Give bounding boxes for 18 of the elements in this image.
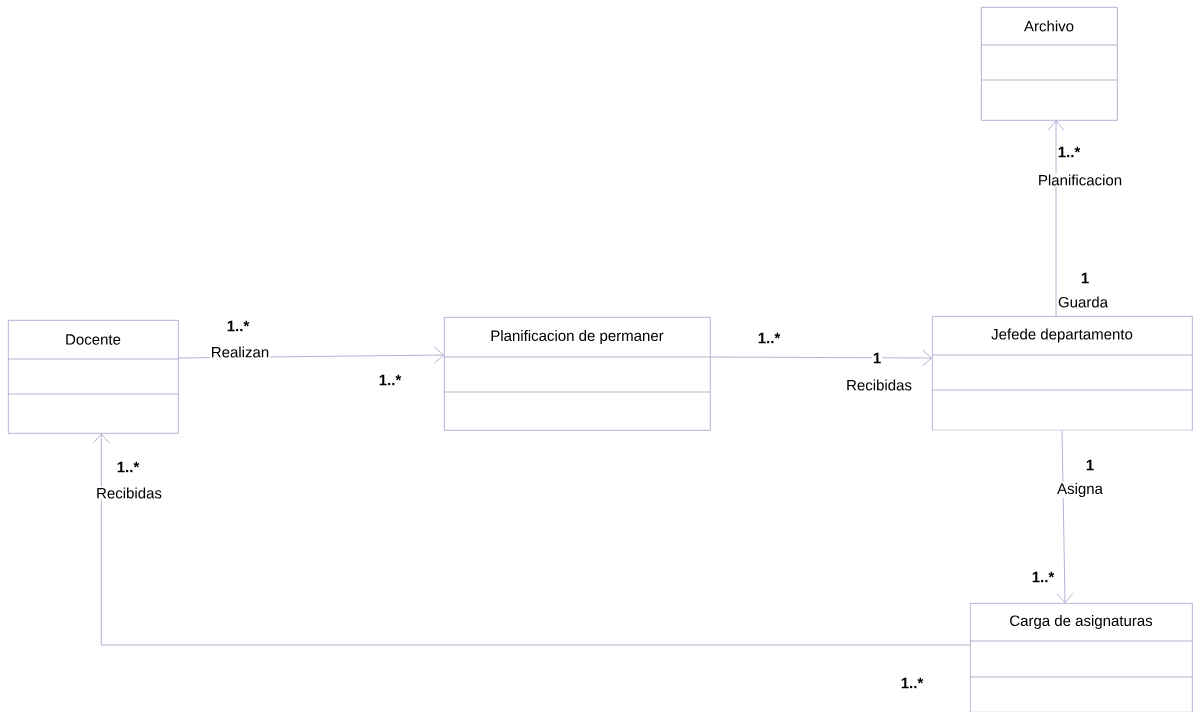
role-label: Recibidas bbox=[95, 486, 163, 500]
class-box: Jefede departamento bbox=[931, 316, 1193, 431]
multiplicity-label: 1 bbox=[871, 351, 883, 365]
class-box: Archivo bbox=[980, 7, 1118, 121]
multiplicity-label: 1 bbox=[1084, 458, 1096, 472]
association-arrow bbox=[93, 433, 971, 646]
association-arrow bbox=[1047, 120, 1065, 317]
role-label: Recibidas bbox=[845, 378, 913, 392]
role-label: Guarda bbox=[1057, 295, 1110, 309]
class-box: Docente bbox=[7, 320, 179, 434]
class-box: Carga de asignaturas bbox=[969, 603, 1193, 712]
role-label: Planificacion bbox=[1036, 173, 1124, 187]
association-arrow bbox=[1056, 430, 1074, 603]
role-label: Realizan bbox=[209, 345, 271, 359]
association-arrow bbox=[710, 349, 932, 367]
multiplicity-label: 1 bbox=[1079, 271, 1091, 285]
role-label: Asigna bbox=[1056, 482, 1104, 498]
class-box: Planificacion de permaner bbox=[443, 317, 711, 431]
